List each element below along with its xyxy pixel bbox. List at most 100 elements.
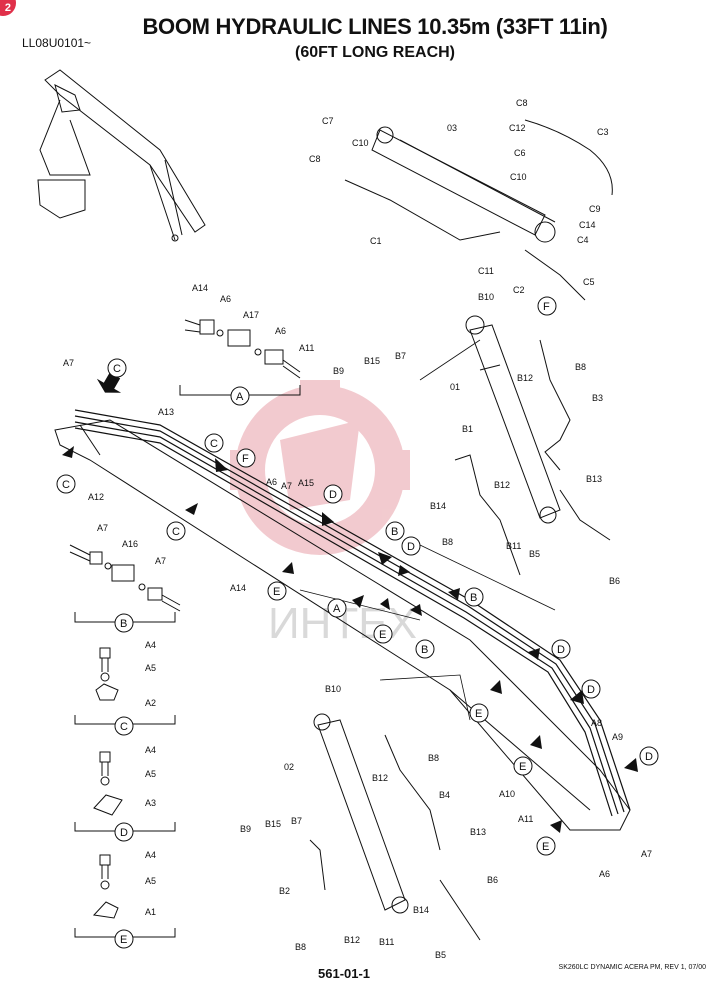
svg-text:C: C xyxy=(210,438,218,450)
svg-text:D: D xyxy=(557,644,565,656)
cylinder-02 xyxy=(309,713,481,941)
view-callout-d: D xyxy=(581,679,601,699)
view-callout-b: B xyxy=(415,639,435,659)
view-callout-e: E xyxy=(513,756,533,776)
part-label: A4 xyxy=(145,640,156,650)
direction-arrows xyxy=(62,372,638,833)
part-label: C10 xyxy=(510,172,527,182)
view-callout-f: F xyxy=(236,448,256,468)
part-label: 01 xyxy=(450,382,460,392)
part-label: B12 xyxy=(372,773,388,783)
part-label: C6 xyxy=(514,148,526,158)
part-label: B13 xyxy=(470,827,486,837)
part-label: B11 xyxy=(379,937,394,947)
part-label: B5 xyxy=(435,950,446,960)
part-label: B9 xyxy=(333,366,344,376)
svg-text:C: C xyxy=(113,363,121,375)
part-label: C5 xyxy=(583,277,595,287)
part-label: A10 xyxy=(499,789,515,799)
svg-text:D: D xyxy=(120,827,128,839)
svg-text:F: F xyxy=(543,301,550,313)
part-label: A6 xyxy=(266,477,277,487)
part-label: B10 xyxy=(478,292,494,302)
part-label: B14 xyxy=(430,501,446,511)
part-label: B8 xyxy=(575,362,586,372)
part-label: A2 xyxy=(145,698,156,708)
part-label: B10 xyxy=(325,684,341,694)
svg-text:D: D xyxy=(329,489,337,501)
view-callouts: C C C C F F A A D D D D D B B B B C D E … xyxy=(56,296,659,949)
view-callout-e: E xyxy=(536,836,556,856)
view-callout-c: C xyxy=(56,474,76,494)
part-label: B11 xyxy=(506,541,521,551)
svg-text:C: C xyxy=(62,479,70,491)
part-label: A7 xyxy=(281,481,292,491)
part-label: A4 xyxy=(145,850,156,860)
part-label: B12 xyxy=(344,935,360,945)
part-label: B13 xyxy=(586,474,602,484)
svg-text:D: D xyxy=(645,751,653,763)
view-callout-f: F xyxy=(537,296,557,316)
part-label: B9 xyxy=(240,824,251,834)
view-callout-c: C xyxy=(166,521,186,541)
svg-text:E: E xyxy=(273,586,280,598)
part-label: A16 xyxy=(122,539,138,549)
part-label: C4 xyxy=(577,235,589,245)
part-label: A1 xyxy=(145,907,156,917)
part-label: C10 xyxy=(352,138,369,148)
view-callout-d: D xyxy=(323,484,343,504)
part-label: C11 xyxy=(478,266,494,276)
cylinder-01 xyxy=(454,315,611,576)
part-label: C7 xyxy=(322,116,334,126)
hydraulic-lines xyxy=(74,409,631,817)
part-label: A6 xyxy=(275,326,286,336)
view-callout-b: B xyxy=(114,613,134,633)
part-code: LL08U0101~ xyxy=(22,36,92,50)
view-callout-d: D xyxy=(639,746,659,766)
part-label: B2 xyxy=(279,886,290,896)
part-label: B4 xyxy=(439,790,450,800)
cylinder-03 xyxy=(344,119,613,301)
part-label: C2 xyxy=(513,285,525,295)
svg-text:A: A xyxy=(333,603,341,615)
view-callout-b: B xyxy=(464,587,484,607)
part-label: C14 xyxy=(579,220,596,230)
part-label: A7 xyxy=(641,849,652,859)
svg-text:D: D xyxy=(407,541,415,553)
view-callout-e: E xyxy=(114,929,134,949)
part-label: A7 xyxy=(63,358,74,368)
part-label: A11 xyxy=(299,343,314,353)
part-label: 03 xyxy=(447,123,457,133)
view-callout-e: E xyxy=(469,703,489,723)
part-label: B3 xyxy=(592,393,603,403)
part-label: A6 xyxy=(599,869,610,879)
part-label: A17 xyxy=(243,310,259,320)
part-label: A14 xyxy=(192,283,208,293)
svg-text:E: E xyxy=(120,934,127,946)
svg-text:E: E xyxy=(519,761,526,773)
svg-text:E: E xyxy=(542,841,549,853)
view-callout-b: B xyxy=(385,521,405,541)
svg-text:B: B xyxy=(120,618,127,630)
svg-text:C: C xyxy=(120,721,128,733)
part-label: C3 xyxy=(597,127,609,137)
view-callout-d: D xyxy=(401,536,421,556)
watermark-logo xyxy=(230,380,410,555)
part-label: B1 xyxy=(462,424,473,434)
part-label: A14 xyxy=(230,583,246,593)
part-label: B5 xyxy=(529,549,540,559)
part-label: A6 xyxy=(220,294,231,304)
page-subtitle: (60FT LONG REACH) xyxy=(295,44,455,61)
part-label: A8 xyxy=(591,718,602,728)
part-label: B8 xyxy=(295,942,306,952)
svg-text:D: D xyxy=(587,684,595,696)
part-label: B14 xyxy=(413,905,429,915)
svg-text:E: E xyxy=(379,629,386,641)
page-title: BOOM HYDRAULIC LINES 10.35m (33FT 11in) xyxy=(142,14,608,39)
part-label: B8 xyxy=(428,753,439,763)
part-label: A7 xyxy=(97,523,108,533)
svg-text:C: C xyxy=(172,526,180,538)
view-callout-d: D xyxy=(114,822,134,842)
view-callout-d: D xyxy=(551,639,571,659)
